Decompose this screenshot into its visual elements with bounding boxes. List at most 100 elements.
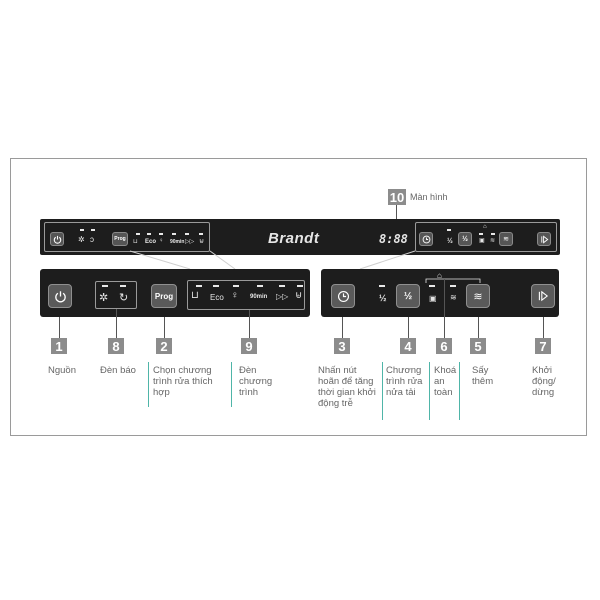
clock-icon [337,290,349,302]
prog-led-4 [257,285,263,287]
callout-3-line [342,317,343,338]
prewash-icon: ⊌ [295,290,303,301]
strip-led-2 [91,229,95,231]
power-icon [53,235,61,244]
callout-5-label: Sấy thêm [472,365,494,387]
indicator-box [95,281,137,309]
prog-led-1 [196,285,202,287]
callout-2-line [164,317,165,338]
rinse-led [120,285,126,287]
clock-icon [422,235,430,243]
separator-5 [459,362,460,420]
callout-10-label: Màn hình [410,192,448,202]
extra-dry-led [450,285,456,287]
strip-intensive-icon: ⊔ [133,239,138,245]
quick-icon: ▷▷ [276,292,289,301]
play-pause-icon [538,290,549,302]
callout-2-number: 2 [156,338,172,354]
callout-4-line [408,317,409,338]
power-button[interactable] [48,284,72,308]
callout-7-line [543,317,544,338]
eco-text: Eco [210,293,224,302]
extra-dry-small-icon: ≋ [450,293,457,302]
program-lights-box [187,280,305,310]
play-pause-icon [540,234,548,244]
strip-left-zoom-box [44,222,210,252]
callout-6-label: Khoá an toàn [434,365,457,398]
strip-lock-icon: ▣ [479,238,485,244]
90min-text: 90min [250,294,268,300]
callout-7-number: 7 [535,338,551,354]
separator-3 [382,362,383,420]
lock-icon: ⌂ [437,271,442,280]
delay-button[interactable] [331,284,355,308]
callout-3-number: 3 [334,338,350,354]
intensive-icon: ⊔ [191,290,199,301]
callout-6-line [444,279,445,338]
lock-small-icon: ▣ [429,294,437,303]
strip-prog-led-4 [172,233,176,235]
callout-10-line [396,205,397,219]
strip-eco-text: Eco [145,239,157,245]
callout-9-number: 9 [241,338,257,354]
half-load-small-text: ½ [379,293,387,303]
strip-prog-led-1 [136,233,140,235]
prog-led-6 [297,285,303,287]
strip-half-led [447,229,451,231]
right-control-panel [321,269,559,317]
callout-4-label: Chương trình rửa nửa tải [386,365,423,398]
strip-dry-button[interactable]: ≋ [499,232,513,246]
strip-lock-led [479,233,483,235]
strip-lock-top-icon: ⌂ [483,224,487,230]
callout-3-label: Nhấn nút hoãn để tăng thời gian khởi độn… [318,365,376,409]
strip-power-button[interactable] [50,232,64,246]
prog-led-3 [233,285,239,287]
strip-prog-led-5 [185,233,189,235]
prog-button[interactable]: Prog [151,284,177,308]
callout-4-number: 4 [400,338,416,354]
callout-5-line [478,317,479,338]
strip-delay-button[interactable] [419,232,433,246]
callout-9-label: Đèn chương trình [239,365,273,398]
lock-led [429,285,435,287]
power-icon [54,290,66,302]
rinse-aid-icon: ↻ [119,292,129,304]
glass-icon: ♀ [231,290,239,301]
half-load-led [379,285,385,287]
half-load-button[interactable]: ½ [396,284,420,308]
callout-7-label: Khởi động/ dừng [532,365,556,398]
callout-9-line [249,310,250,338]
strip-dry-led [491,233,495,235]
strip-start-button[interactable] [537,232,551,246]
strip-half-text: ½ [447,238,453,245]
salt-led [102,285,108,287]
separator-1 [148,362,149,407]
strip-display-digits: 8:88 [379,232,408,246]
separator-4 [429,362,430,420]
callout-10-number: 10 [388,189,406,205]
prog-led-5 [279,285,285,287]
callout-8-label: Đèn báo [100,365,136,376]
start-stop-button[interactable] [531,284,555,308]
strip-half-button[interactable]: ½ [458,232,472,246]
prog-led-2 [213,285,219,287]
strip-salt-icon: ✲ [78,235,85,244]
brand-logo: Brandt [268,230,320,247]
salt-icon: ✲ [99,292,109,304]
strip-prog-button[interactable]: Prog [112,232,128,246]
strip-right-zoom-box [415,222,557,252]
callout-1-line [59,317,60,338]
strip-glass-icon: ♀ [159,238,164,244]
callout-8-line [116,309,117,338]
strip-prog-led-3 [159,233,163,235]
strip-90min-text: 90min [170,239,185,245]
strip-quick-icon: ▷▷ [185,239,195,245]
extra-dry-button[interactable]: ≋ [466,284,490,308]
callout-2-label: Chọn chương trình rửa thích hợp [153,365,213,398]
strip-led-1 [80,229,84,231]
callout-8-number: 8 [108,338,124,354]
callout-5-number: 5 [470,338,486,354]
callout-6-number: 6 [436,338,452,354]
callout-1-number: 1 [51,338,67,354]
